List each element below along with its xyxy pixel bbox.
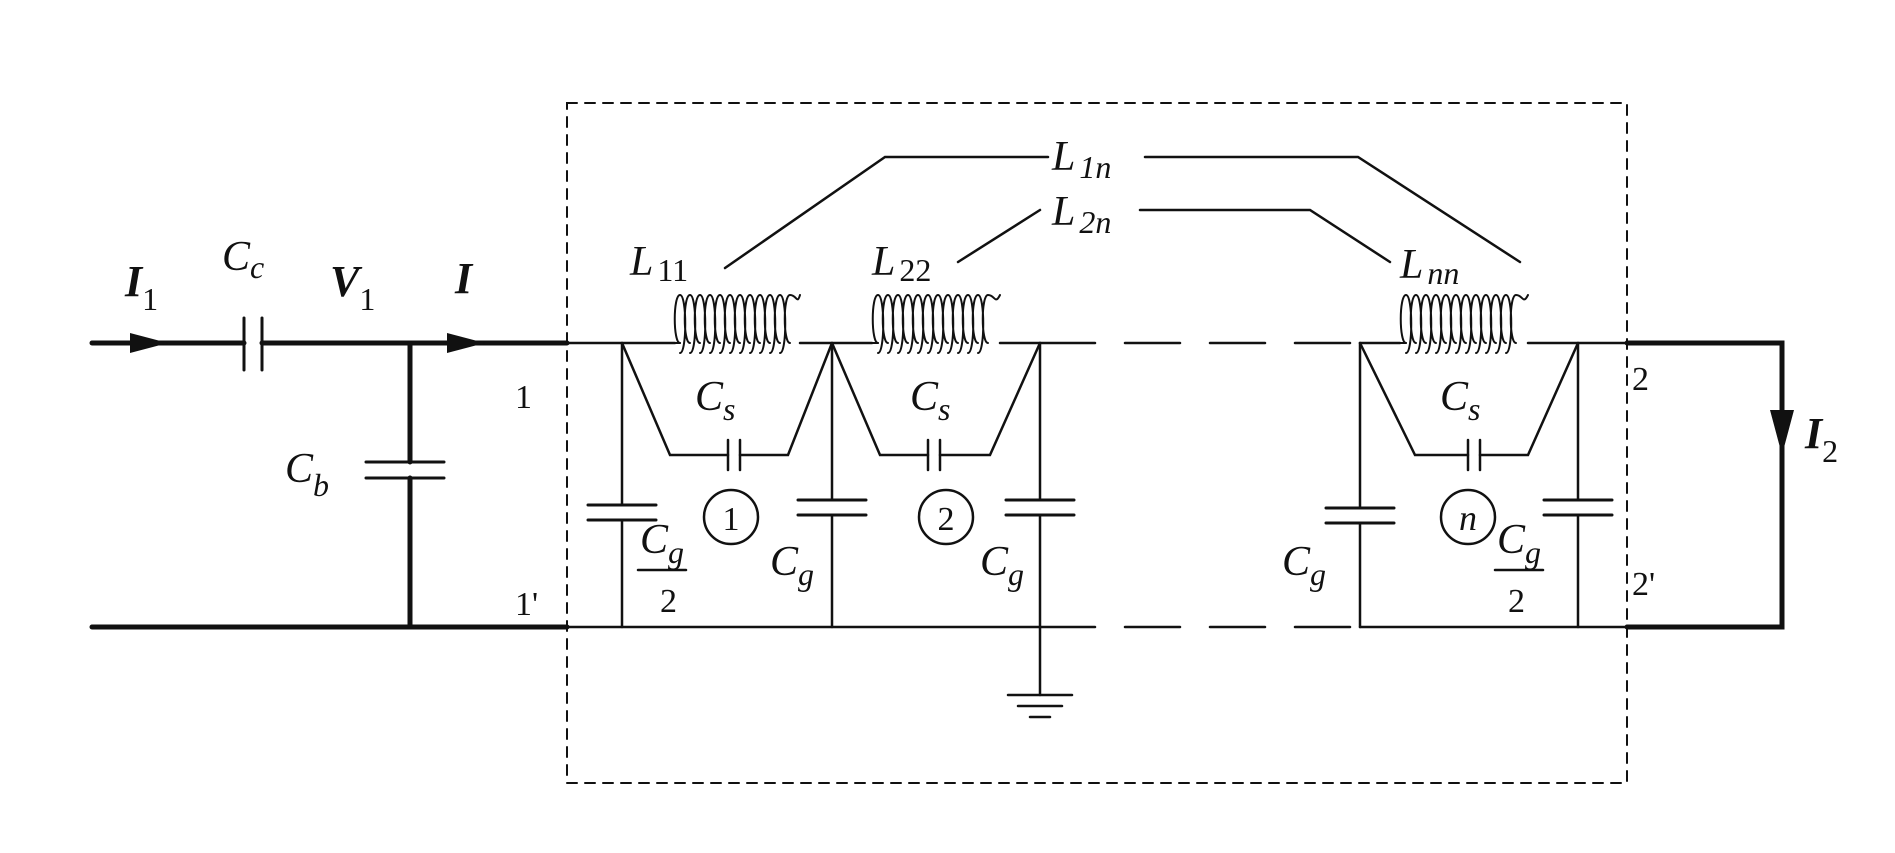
label-L22: L22	[871, 239, 931, 288]
node-label-2: 2	[1632, 361, 1649, 398]
inductor-coil-L22	[872, 295, 1000, 353]
shunt-capacitor-cg-half-right	[1544, 343, 1612, 627]
node-label-1-prime: 1'	[515, 586, 538, 623]
mutual-inductance-line-L2n	[958, 210, 1040, 262]
node-label-1: 1	[515, 379, 532, 416]
inductor-coil-Lnn	[1400, 295, 1528, 353]
ground-icon	[1008, 627, 1072, 717]
label-I1: I1	[124, 257, 158, 317]
section-number-n: n	[1459, 498, 1477, 538]
label-V1: V1	[330, 257, 375, 317]
label-I2: I2	[1804, 409, 1838, 469]
node-label-2-prime: 2'	[1632, 566, 1655, 603]
label-Cg-1: Cg	[770, 539, 814, 592]
label-Cg-half-left: Cg	[640, 517, 684, 570]
label-I: I	[454, 254, 474, 303]
label-half-right: 2	[1508, 583, 1525, 620]
label-L1n: L1n	[1051, 134, 1111, 185]
label-Cs-n: Cs	[1440, 374, 1480, 427]
label-Cg-2: Cg	[980, 539, 1024, 592]
arrow-I1-icon	[130, 333, 168, 353]
arrow-I-icon	[447, 333, 485, 353]
label-Cg-half-right: Cg	[1497, 517, 1541, 570]
bushing-capacitor-cb	[366, 343, 444, 627]
label-L2n: L2n	[1051, 189, 1111, 240]
section-number-2: 2	[938, 501, 955, 538]
shunt-capacitor-cg-n	[1326, 343, 1394, 627]
label-Cc: Cc	[222, 234, 264, 285]
label-L11: L11	[629, 239, 688, 288]
label-half-left: 2	[660, 583, 677, 620]
section-number-1: 1	[723, 501, 740, 538]
label-Cs-2: Cs	[910, 374, 950, 427]
shunt-capacitor-cg-half-left	[588, 343, 656, 627]
arrow-I2-icon	[1770, 410, 1794, 455]
label-Cs-1: Cs	[695, 374, 735, 427]
coupling-capacitor-cc	[244, 318, 262, 370]
label-Cb: Cb	[285, 446, 329, 503]
label-Lnn: Lnn	[1399, 242, 1459, 291]
inductor-coil-L11	[675, 295, 800, 353]
label-Cg-n: Cg	[1282, 539, 1326, 592]
